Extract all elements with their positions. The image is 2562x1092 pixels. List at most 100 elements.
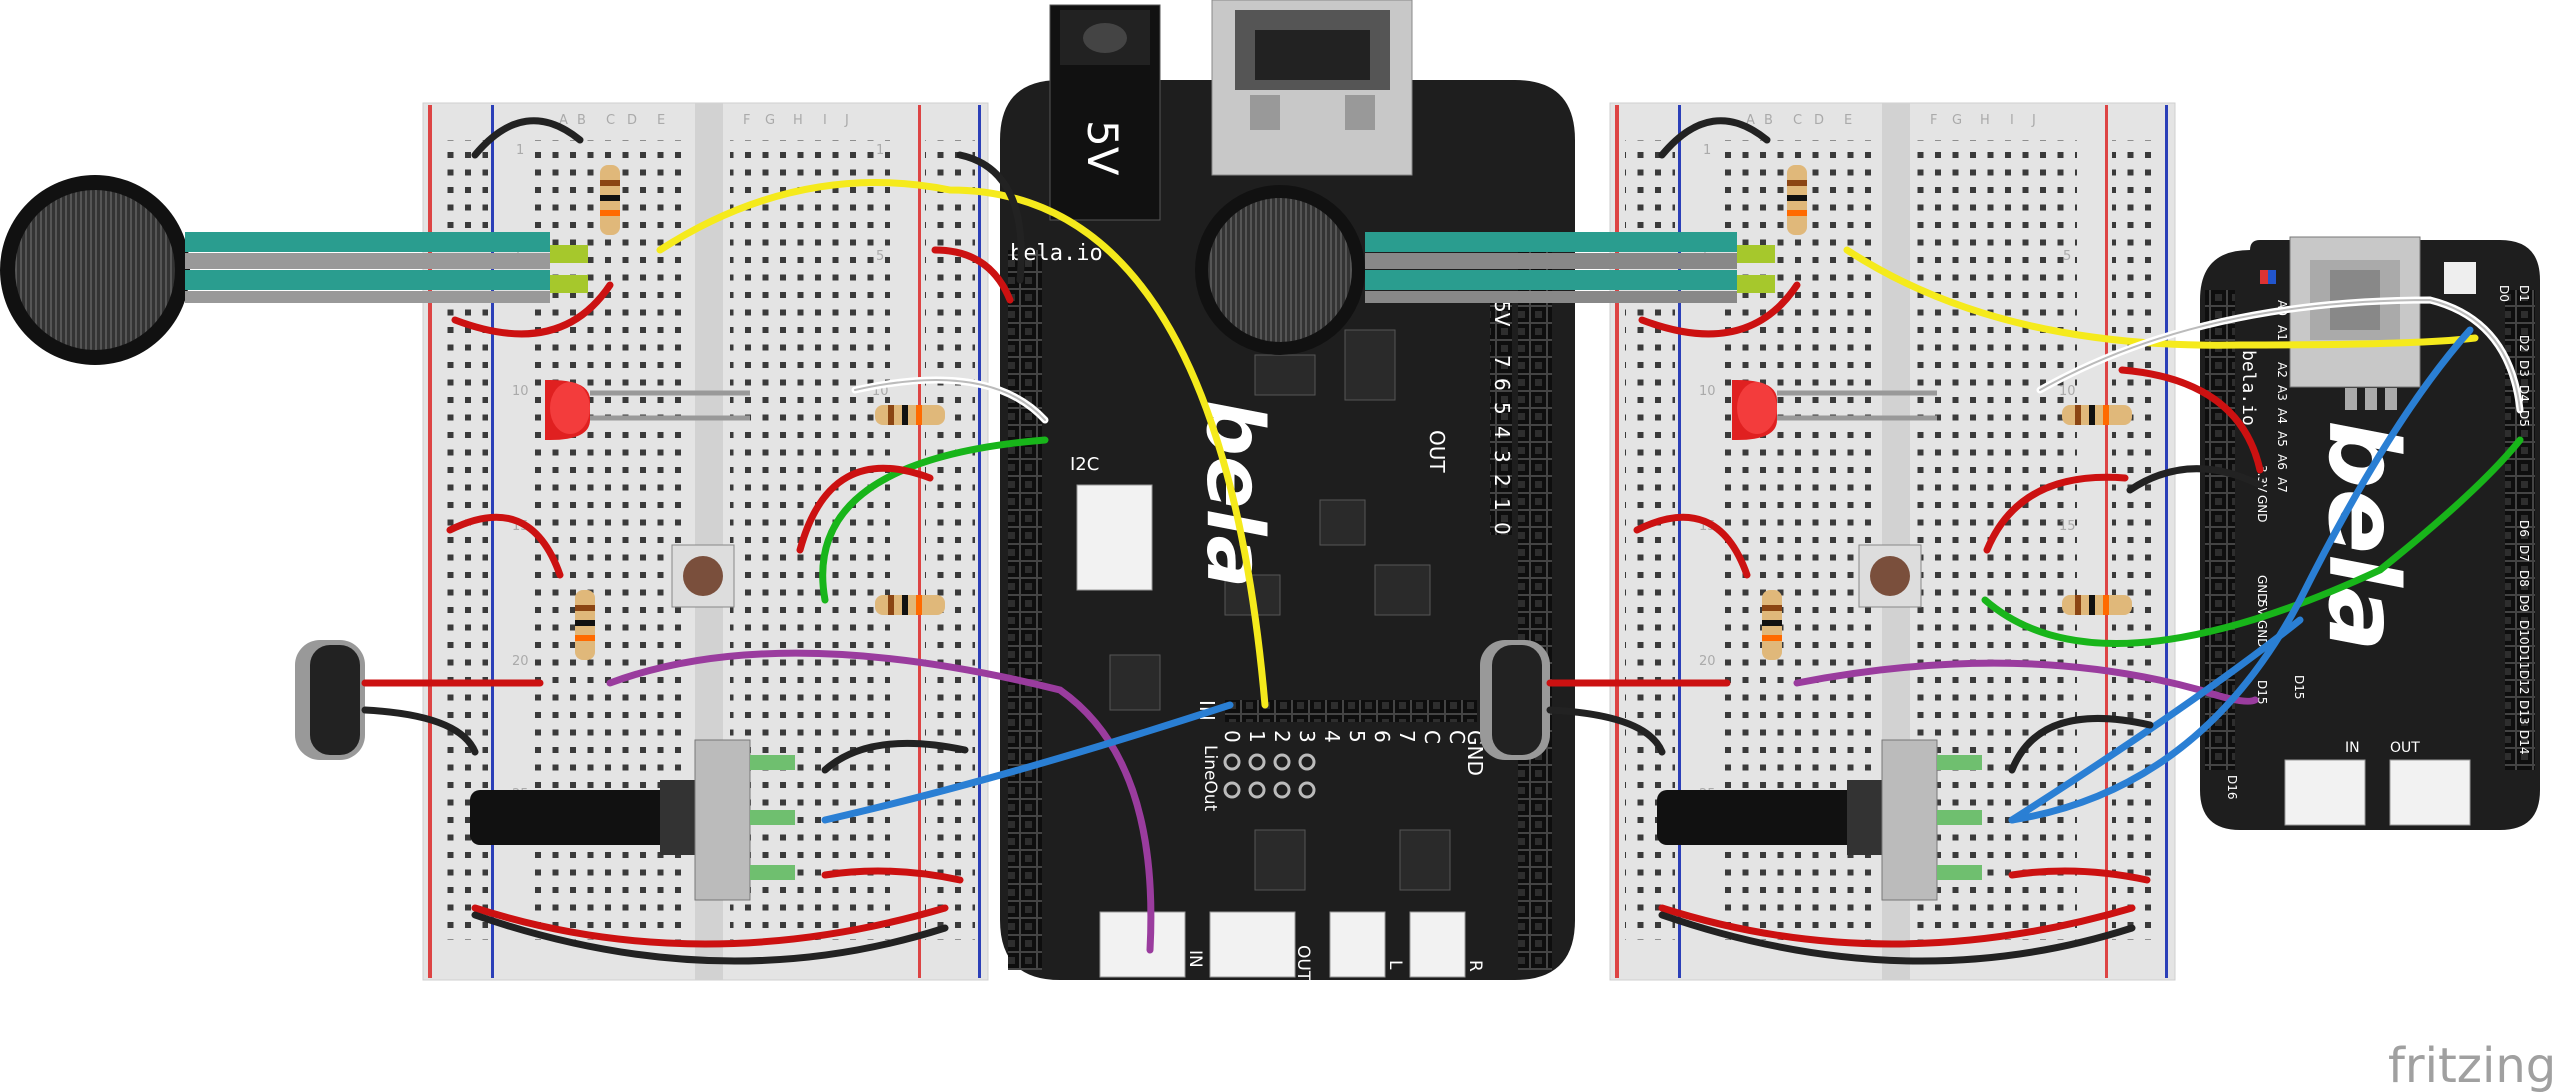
wire-red	[1638, 281, 1801, 338]
in-pin-5: 5	[1345, 730, 1369, 743]
conn-l-label: L	[1385, 960, 1405, 970]
i2c-label: I2C	[1070, 454, 1099, 475]
bb-col-g: G	[765, 113, 775, 128]
bb2-row-1: 1	[1703, 143, 1711, 158]
resistors-left	[575, 165, 945, 660]
bb2-col-e: E	[1844, 113, 1852, 128]
wire-white-outline	[2039, 298, 2521, 411]
pin-gnd-3: GND	[2255, 620, 2269, 648]
in-pin-c2: C	[1445, 730, 1469, 744]
pin-d11: D11	[2517, 645, 2531, 670]
in-pin-2: 2	[1270, 730, 1294, 743]
fritzing-watermark: fritzing	[2388, 1038, 2556, 1092]
bela-board-left: 5V I2C	[1000, 0, 1575, 982]
bb2-row-5-right: 5	[2063, 249, 2071, 264]
wire-red	[451, 281, 614, 338]
wire-blue	[2008, 326, 2474, 824]
bb2-row-10: 10	[1699, 384, 1716, 399]
resistors-right	[1762, 165, 2132, 660]
mini-out-connector	[2389, 759, 2471, 826]
pin-a4: A4	[2275, 408, 2289, 424]
out-pin-7: 7	[1490, 355, 1514, 368]
bb-col-i: I	[823, 113, 827, 128]
wire-black	[2126, 465, 2264, 494]
mini-in-connector	[2284, 759, 2366, 826]
force-sensor-right	[1195, 185, 1775, 355]
in-pin-1: 1	[1245, 730, 1269, 743]
pin-d8: D8	[2517, 570, 2531, 587]
wire-red	[931, 246, 1014, 304]
wire-blue	[2008, 616, 2304, 824]
chip	[1344, 329, 1396, 401]
bb-col-d: D	[627, 113, 637, 128]
conn-out-label: OUT	[1293, 945, 1313, 982]
mini-in-label: IN	[2345, 740, 2360, 756]
led-left	[545, 380, 750, 440]
in-pin-6: 6	[1370, 730, 1394, 743]
bb2-col-d: D	[1814, 113, 1824, 128]
chip	[1109, 654, 1161, 711]
out-pin-3: 3	[1490, 450, 1514, 463]
pin-d14: D14	[2517, 730, 2531, 755]
wire-black	[956, 151, 1025, 284]
bb2-col-i: I	[2010, 113, 2014, 128]
audio-connectors	[1099, 911, 1466, 978]
audio-r-connector	[1409, 911, 1466, 978]
led-right	[1732, 380, 1937, 440]
wire-red	[821, 867, 964, 884]
bela-mini-board: bela.io bela A0 A1 A2 A3 A4 A5 A6 A7 3.3…	[2200, 236, 2540, 830]
out-label-left: OUT	[1425, 430, 1449, 473]
usb-port	[2289, 236, 2421, 410]
out-pin-1: 1	[1490, 498, 1514, 511]
wires-right	[1546, 117, 2524, 965]
wire-purple	[606, 649, 1155, 954]
bb-row-20: 20	[512, 654, 529, 669]
pin-d7: D7	[2517, 545, 2531, 562]
bb2-col-j: J	[2031, 113, 2036, 128]
bb-col-a: A	[559, 113, 568, 128]
bb-col-j: J	[844, 113, 849, 128]
pin-a1: A1	[2275, 325, 2289, 341]
chip	[1254, 829, 1306, 891]
wire-black	[2008, 714, 2154, 774]
i2c-connector	[1076, 484, 1153, 591]
pin-d16: D16	[2225, 775, 2239, 800]
potentiometer-left	[470, 739, 795, 901]
wire-yellow	[1843, 246, 2479, 349]
conn-in-label: IN	[1185, 950, 1205, 968]
bb2-col-f: F	[1930, 113, 1937, 128]
wire-red	[446, 513, 564, 579]
header-right	[1518, 250, 1552, 970]
pin-d0: D0	[2497, 285, 2511, 302]
bb2-col-g: G	[1952, 113, 1962, 128]
right-circuit: A B C D E F G H I J 1 5 10 15 20 25 5 10…	[1195, 102, 2540, 981]
left-circuit: A B C D E F G H I J 1 5 10 15 20 25 1 5 …	[0, 0, 1575, 982]
pin-d3: D3	[2517, 360, 2531, 377]
bb2-col-a: A	[1746, 113, 1755, 128]
in-pin-3: 3	[1295, 730, 1319, 743]
wire-red	[2118, 366, 2264, 474]
pin-d2: D2	[2517, 335, 2531, 352]
bb-row-1: 1	[516, 143, 524, 158]
bb-col-b: B	[577, 113, 586, 128]
bb2-col-c: C	[1793, 113, 1802, 128]
header-digital-out	[1490, 300, 1512, 535]
wire-black	[1546, 706, 1666, 756]
pin-d15-left: D15	[2255, 680, 2269, 705]
conn-r-label: R	[1465, 960, 1485, 972]
in-pin-c1: C	[1420, 730, 1444, 744]
out-pin-0: 0	[1490, 522, 1514, 535]
wire-green	[819, 436, 1049, 604]
audio-out-connector	[1209, 911, 1296, 978]
wire-black	[471, 911, 949, 965]
bb-col-e: E	[657, 113, 665, 128]
potentiometer-right	[1657, 739, 1982, 901]
in-pin-0: 0	[1220, 730, 1244, 743]
wire-red	[796, 464, 934, 554]
pin-a3: A3	[2275, 385, 2289, 401]
in-pin-4: 4	[1320, 730, 1344, 743]
bela-logo-right: bela	[2307, 420, 2419, 652]
mini-out-label: OUT	[2390, 740, 2420, 756]
wire-green	[1981, 436, 2524, 647]
